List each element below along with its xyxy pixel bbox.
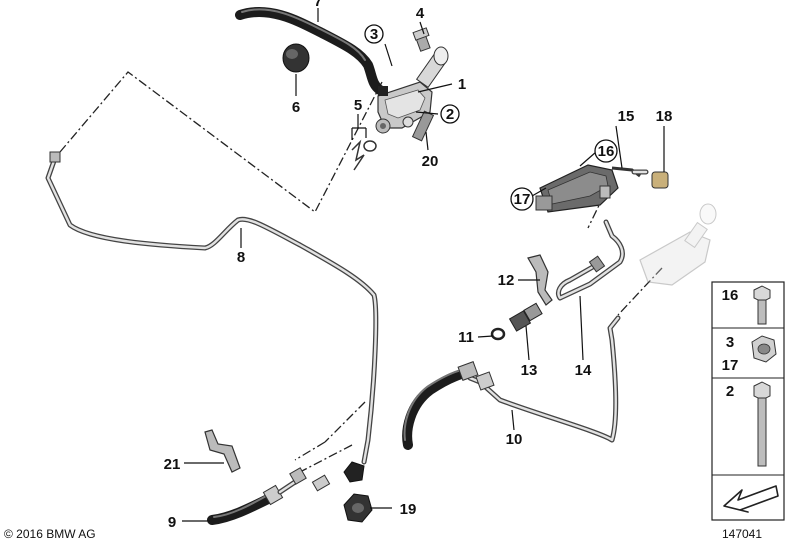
- svg-text:16: 16: [722, 287, 739, 304]
- callout-4: 4: [416, 5, 425, 22]
- svg-text:3: 3: [370, 26, 378, 43]
- legend-cell-2: 2: [726, 381, 771, 467]
- fitting-13: [508, 302, 543, 332]
- callouts: 7 4 3 1 2 6 5 20 8 15 18 16 17 12 11 13 …: [164, 0, 673, 531]
- long-bolt-icon: [753, 381, 771, 467]
- callout-19: 19: [400, 501, 417, 518]
- hose-9: [207, 467, 331, 525]
- callout-18: 18: [656, 108, 673, 125]
- hose-7: [235, 6, 385, 95]
- callout-1: 1: [458, 76, 466, 93]
- callout-8: 8: [237, 249, 245, 266]
- clip-5: [351, 139, 377, 171]
- pipe-8: [45, 151, 379, 465]
- cap-18: [651, 171, 669, 189]
- callout-7: 7: [314, 0, 322, 10]
- svg-text:17: 17: [722, 357, 739, 374]
- legend-panel: 16 3 17 2: [711, 281, 785, 521]
- svg-text:2: 2: [446, 106, 454, 123]
- legend-cell-3-17: 3 17: [722, 334, 777, 374]
- callout-17: 17: [510, 187, 534, 211]
- callout-3: 3: [364, 24, 384, 44]
- grommet-19: [343, 493, 373, 523]
- copyright-text: © 2016 BMW AG: [4, 527, 96, 541]
- callout-10: 10: [506, 431, 523, 448]
- callout-6: 6: [292, 99, 300, 116]
- callout-13: 13: [521, 362, 538, 379]
- fitting-pipe-8-end: [343, 461, 365, 483]
- pipe-14: [555, 219, 625, 301]
- callout-14: 14: [575, 362, 592, 379]
- leader-lines: [182, 8, 665, 522]
- legend-cell-arrow: [723, 485, 779, 513]
- svg-text:3: 3: [726, 334, 734, 351]
- callout-2: 2: [440, 104, 460, 124]
- hose-middle: [402, 361, 495, 450]
- cap-6: [282, 43, 310, 73]
- callout-21: 21: [164, 456, 181, 473]
- callout-9: 9: [168, 514, 176, 531]
- svg-text:17: 17: [514, 191, 531, 208]
- bolt-4: [412, 27, 431, 52]
- callout-20: 20: [422, 153, 439, 170]
- ring-11: [490, 327, 506, 341]
- callout-5: 5: [354, 97, 362, 114]
- image-number: 147041: [722, 527, 762, 541]
- bolt-icon: [753, 285, 771, 325]
- callout-12: 12: [498, 272, 515, 289]
- master-cylinder: [375, 46, 449, 134]
- hex-nut-icon: [751, 335, 777, 363]
- callout-15: 15: [618, 108, 635, 125]
- master-cylinder-ghost: [639, 203, 717, 286]
- callout-11: 11: [458, 329, 474, 346]
- slave-cylinder: [535, 164, 649, 213]
- guide-lines: [59, 71, 663, 473]
- bracket-21: [204, 429, 241, 473]
- pipe-10: [467, 315, 621, 443]
- callout-16: 16: [594, 139, 618, 163]
- legend-cell-16: 16: [722, 285, 771, 325]
- direction-arrow-icon: [723, 485, 779, 513]
- svg-text:2: 2: [726, 383, 734, 400]
- svg-text:16: 16: [598, 143, 615, 160]
